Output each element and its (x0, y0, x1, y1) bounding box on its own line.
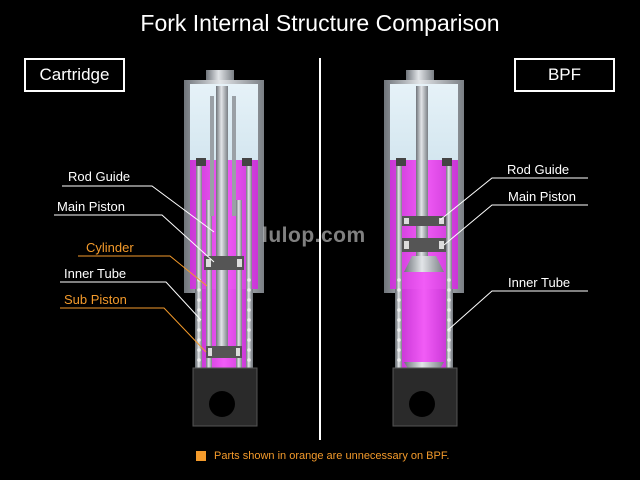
footnote-text: Parts shown in orange are unnecessary on… (214, 450, 450, 462)
bpf-main-piston (402, 238, 446, 252)
bpf-damper-rod (416, 86, 428, 256)
bpf-main-piston-label: Main Piston (508, 189, 576, 204)
cartridge-main-piston-label: Main Piston (57, 199, 125, 214)
cartridge-top-cap (206, 70, 234, 82)
cartridge-cylinder (206, 200, 212, 380)
bpf-axle-hole (409, 391, 435, 417)
cartridge-damper-rod (216, 86, 228, 356)
cartridge-axle-hole (209, 391, 235, 417)
bpf-top-cap (406, 70, 434, 82)
watermark: lulop.com (262, 224, 366, 247)
page-title: Fork Internal Structure Comparison (140, 10, 500, 36)
bpf-label-box: BPF (514, 58, 615, 92)
cartridge-orange-leaders (60, 255, 208, 353)
cartridge-inner-tube-label: Inner Tube (64, 266, 127, 281)
bpf-rod-guide-label: Rod Guide (507, 162, 570, 177)
cartridge-rod-guide-label: Rod Guide (68, 169, 131, 184)
cartridge-main-piston (204, 256, 244, 270)
cartridge-cylinder-label: Cylinder (86, 240, 134, 255)
cartridge-sub-piston (206, 346, 242, 358)
cartridge-white-leaders (54, 185, 215, 321)
cartridge-fork (184, 70, 264, 427)
bpf-fork (384, 70, 464, 427)
bpf-inner-tube-label: Inner Tube (508, 275, 571, 290)
footnote: Parts shown in orange are unnecessary on… (196, 450, 449, 462)
bpf-rod-guide (402, 216, 446, 226)
bpf-leaders (439, 177, 588, 331)
cartridge-label-box: Cartridge (24, 58, 125, 92)
cartridge-sub-piston-label: Sub Piston (64, 292, 127, 307)
orange-legend-swatch (196, 451, 206, 461)
